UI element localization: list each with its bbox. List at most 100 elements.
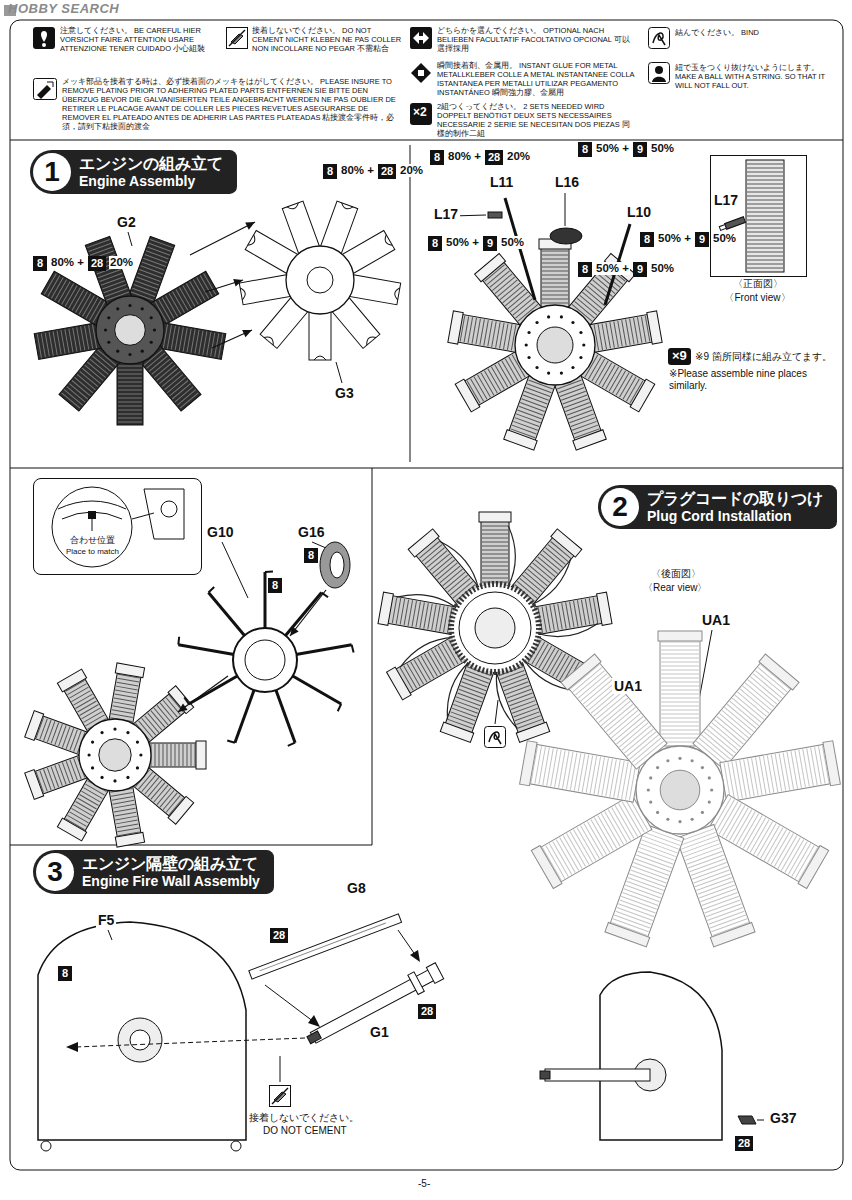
drawing <box>424 603 429 629</box>
drawing <box>728 762 735 799</box>
drawing <box>89 243 112 251</box>
drawing <box>710 922 755 946</box>
plug-cord <box>440 541 479 589</box>
drawing <box>622 762 629 799</box>
drawing <box>183 328 187 352</box>
drawing <box>459 689 483 698</box>
drawing <box>747 260 783 261</box>
paint-number: 28 <box>378 164 396 179</box>
drawing <box>747 164 783 165</box>
inset-frame: 合わせ位置Place to match <box>33 478 202 575</box>
spider-arm <box>189 675 239 704</box>
bolt <box>666 759 669 762</box>
paint-number: 8 <box>428 236 442 251</box>
drawing <box>577 600 582 626</box>
drawing <box>482 570 508 571</box>
drawing <box>460 686 484 695</box>
drawing <box>542 287 568 288</box>
drawing <box>606 323 611 349</box>
drawing <box>77 701 96 712</box>
drawing <box>504 324 509 350</box>
paint-number: 9 <box>483 236 497 251</box>
spider-arm <box>208 587 214 593</box>
drawing <box>661 718 699 719</box>
drawing <box>145 254 168 262</box>
spider-arm <box>265 570 273 573</box>
paint-number: 8 <box>578 262 592 277</box>
drawing <box>149 243 172 251</box>
plug-cord <box>507 526 515 588</box>
crankcase <box>537 327 573 363</box>
part-number: UA1 <box>700 612 732 628</box>
drawing <box>542 271 568 272</box>
drawing <box>526 388 550 397</box>
drawing <box>719 217 745 232</box>
cylinder <box>143 741 206 769</box>
drawing <box>175 327 179 351</box>
bolt <box>136 740 139 743</box>
drawing <box>747 236 783 237</box>
drawing <box>513 421 537 430</box>
bolt <box>87 753 90 756</box>
drawing <box>240 287 246 300</box>
drawing <box>62 512 122 519</box>
drawing <box>747 172 783 173</box>
drawing <box>88 511 96 519</box>
drawing <box>630 319 635 345</box>
drawing <box>47 82 53 87</box>
cylinder <box>561 654 669 770</box>
mix-ratio: 80% + <box>340 164 375 177</box>
drawing <box>115 690 137 694</box>
drawing <box>719 225 726 231</box>
heading-line: エンジン隔壁の組み立て <box>82 855 260 873</box>
drawing <box>720 743 839 802</box>
drawing <box>115 812 137 816</box>
drawing <box>759 654 799 690</box>
cylinder <box>479 512 511 594</box>
drawing <box>748 759 755 796</box>
drawing <box>569 414 593 423</box>
drawing <box>418 70 424 76</box>
paint-number: 8 <box>33 256 47 271</box>
drawing <box>611 713 640 737</box>
spider-arm <box>284 593 321 637</box>
drawing <box>551 529 582 557</box>
drawing <box>496 322 501 348</box>
shaft-g1 <box>545 1069 650 1081</box>
drawing <box>482 534 508 535</box>
drawing <box>747 204 783 205</box>
firewall-f5 <box>38 922 246 1140</box>
drawing <box>740 760 747 797</box>
drawing <box>111 792 133 796</box>
drawing <box>661 646 699 647</box>
drawing <box>396 598 401 624</box>
part-number: L17 <box>432 206 460 222</box>
drawing <box>602 324 607 350</box>
drawing <box>747 264 783 265</box>
drawing <box>55 765 63 786</box>
paint-number: 28 <box>88 256 106 271</box>
drawing <box>574 753 581 790</box>
legend-text: 瞬間接着剤、金属用。 INSTANT GLUE FOR METAL METALL… <box>437 61 637 97</box>
legend-text: どちらかを選んでください。 OPTIONAL NACH BELIEBEN FAC… <box>437 26 637 53</box>
drawing <box>610 759 617 796</box>
drawing <box>581 677 610 701</box>
drawing <box>520 403 544 412</box>
bolt <box>535 321 538 324</box>
drawing <box>207 332 211 356</box>
assembly-line <box>76 1038 305 1047</box>
drawing <box>516 414 540 423</box>
bolt <box>91 766 94 769</box>
drawing <box>410 62 434 84</box>
step-number: 2 <box>601 488 639 526</box>
bolt <box>582 343 585 346</box>
drawing <box>62 762 70 783</box>
drawing <box>507 324 512 350</box>
assembly-line <box>265 985 314 1022</box>
drawing <box>562 603 567 629</box>
drawing <box>79 795 98 806</box>
drawing <box>586 755 593 792</box>
drawing <box>598 757 605 794</box>
drawing <box>747 252 783 253</box>
bolt <box>107 316 110 319</box>
